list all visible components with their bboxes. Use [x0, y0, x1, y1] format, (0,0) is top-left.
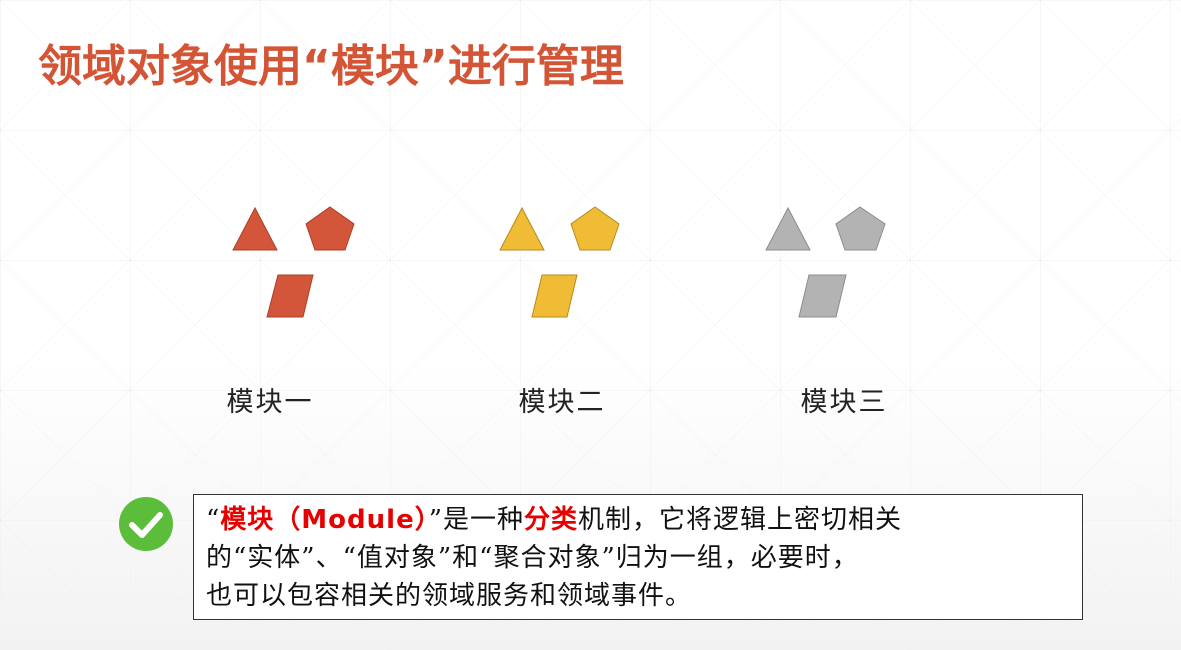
description-line-1: “模块（Module）”是一种分类机制，它将逻辑上密切相关 — [206, 501, 1072, 539]
parallelogram-shape — [266, 274, 314, 318]
module-1-label: 模块一 — [226, 387, 314, 418]
module-description-box: “模块（Module）”是一种分类机制，它将逻辑上密切相关 的“实体”、“值对象… — [193, 494, 1083, 620]
keyword-highlight: 分类 — [524, 505, 579, 535]
check-circle-icon — [118, 496, 174, 552]
slide-title: 领域对象使用“模块”进行管理 — [38, 41, 624, 92]
triangle-shape — [765, 206, 811, 251]
module-3-label: 模块三 — [800, 387, 888, 418]
open-quote: “ — [206, 505, 221, 535]
module-2-label: 模块二 — [518, 387, 606, 418]
triangle-shape — [232, 206, 278, 251]
module-3-shapes — [762, 200, 922, 325]
after-term-text: ”是一种 — [428, 505, 524, 535]
term-highlight: 模块（Module） — [220, 505, 429, 535]
pentagon-shape — [570, 206, 620, 251]
description-line-2: 的“实体”、“值对象”和“聚合对象”归为一组，必要时， — [206, 543, 859, 573]
parallelogram-shape — [531, 274, 578, 318]
parallelogram-shape — [798, 274, 847, 318]
triangle-shape — [499, 206, 545, 251]
module-2-shapes — [495, 200, 655, 325]
pentagon-shape — [305, 206, 355, 251]
module-1-shapes — [228, 200, 388, 325]
line1-rest-text: 机制，它将逻辑上密切相关 — [578, 505, 903, 535]
pentagon-shape — [835, 206, 886, 251]
description-line-3: 也可以包容相关的领域服务和领域事件。 — [206, 581, 693, 611]
